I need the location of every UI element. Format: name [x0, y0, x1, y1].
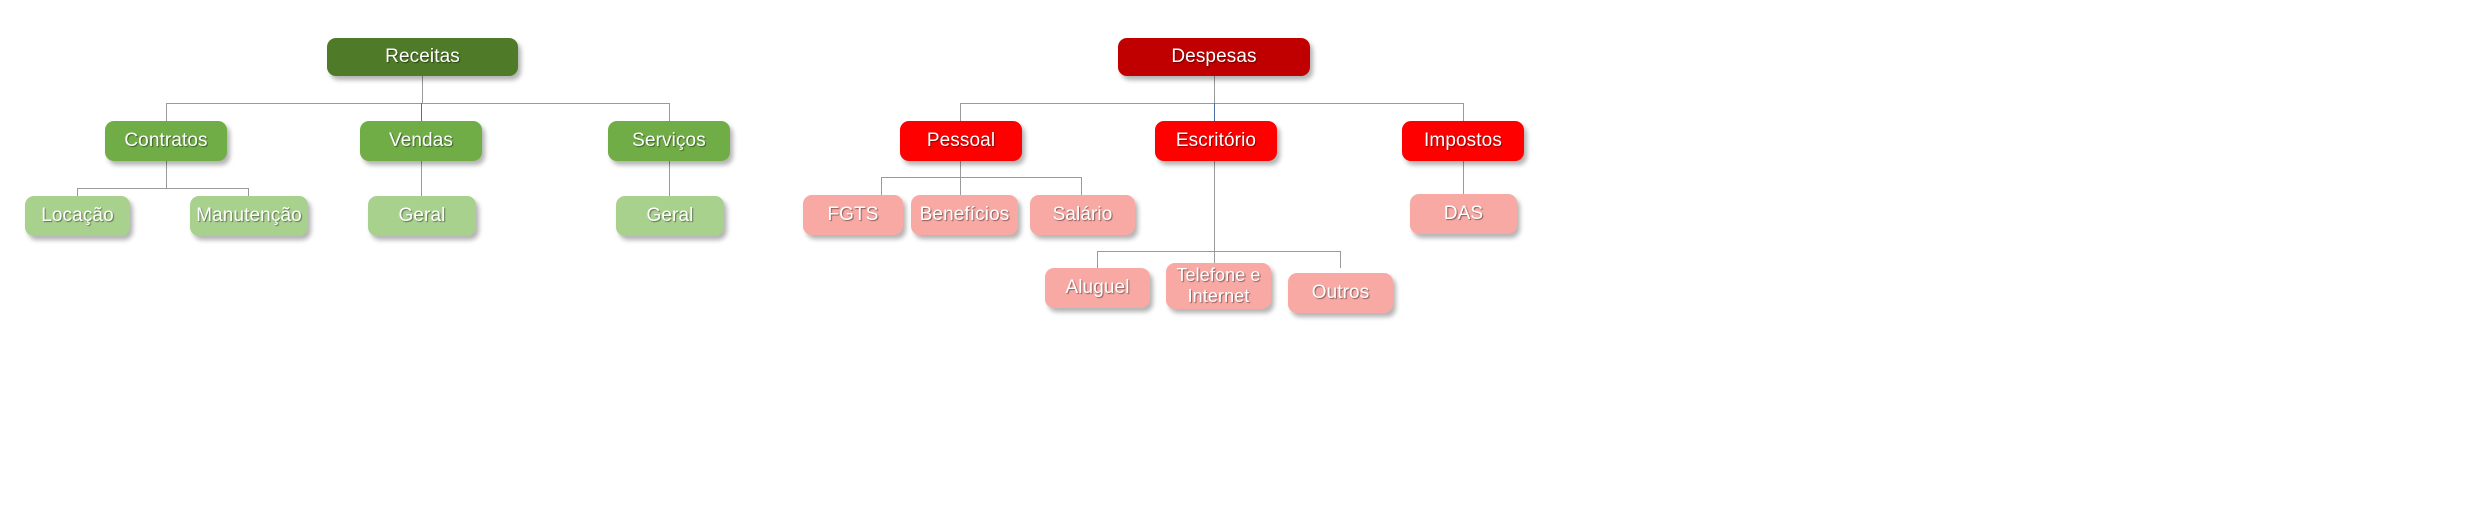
node-label-fgts: FGTS [827, 204, 879, 226]
connector-drop-salario [1081, 177, 1082, 195]
connector-receitas-bus [166, 103, 670, 104]
connector-drop-aluguel [1097, 251, 1098, 268]
connector-escritorio-bus [1097, 251, 1340, 252]
connector-drop-servicos [669, 103, 670, 121]
node-manutencao[interactable]: Manutenção [190, 196, 308, 236]
node-label-despesas: Despesas [1171, 46, 1257, 68]
node-despesas[interactable]: Despesas [1118, 38, 1310, 76]
connector-drop-locacao [77, 188, 78, 196]
node-label-servicos: Serviços [632, 130, 706, 152]
node-label-telefone-line1: Telefone e [1176, 264, 1261, 285]
connector-contratos-bus [77, 188, 249, 189]
node-label-vendas: Vendas [389, 130, 453, 152]
node-label-servicos-geral: Geral [646, 205, 694, 227]
connector-impostos-to-das [1463, 161, 1464, 194]
node-label-outros: Outros [1311, 282, 1370, 304]
node-servicos[interactable]: Serviços [608, 121, 730, 161]
connector-despesas-stem [1214, 76, 1215, 103]
connector-pessoal-stem [960, 161, 961, 177]
node-label-receitas: Receitas [385, 46, 460, 68]
connector-pessoal-bus [881, 177, 1081, 178]
node-label-escritorio: Escritório [1175, 130, 1257, 152]
connector-contratos-stem [166, 161, 167, 188]
node-label-vendas-geral: Geral [398, 205, 446, 227]
connector-receitas-stem [422, 76, 423, 103]
node-pessoal[interactable]: Pessoal [900, 121, 1022, 161]
node-label-das: DAS [1443, 203, 1484, 225]
connector-drop-manutencao [248, 188, 249, 196]
node-label-impostos: Impostos [1424, 130, 1502, 152]
connector-drop-vendas [421, 103, 422, 121]
node-label-beneficios: Benefícios [919, 204, 1010, 226]
connector-drop-contratos [166, 103, 167, 121]
node-label-manutencao: Manutenção [196, 205, 302, 227]
connector-servicos-to-geral [669, 161, 670, 196]
node-aluguel[interactable]: Aluguel [1045, 268, 1150, 308]
node-label-aluguel: Aluguel [1065, 277, 1130, 299]
node-label-pessoal: Pessoal [926, 130, 996, 152]
connector-vendas-to-geral [421, 161, 422, 196]
node-salario[interactable]: Salário [1030, 195, 1135, 235]
node-telefone-internet[interactable]: Telefone e Internet [1166, 263, 1271, 309]
node-impostos[interactable]: Impostos [1402, 121, 1524, 161]
node-beneficios[interactable]: Benefícios [911, 195, 1018, 235]
connector-drop-impostos [1463, 103, 1464, 121]
connector-drop-escritorio [1214, 103, 1215, 121]
node-escritorio[interactable]: Escritório [1155, 121, 1277, 161]
node-servicos-geral[interactable]: Geral [616, 196, 724, 236]
connector-drop-pessoal [960, 103, 961, 121]
node-label-salario: Salário [1052, 204, 1113, 226]
node-locacao[interactable]: Locação [25, 196, 130, 236]
node-vendas[interactable]: Vendas [360, 121, 482, 161]
connector-drop-telefone [1214, 251, 1215, 268]
node-contratos[interactable]: Contratos [105, 121, 227, 161]
node-das[interactable]: DAS [1410, 194, 1517, 234]
node-fgts[interactable]: FGTS [803, 195, 903, 235]
node-receitas[interactable]: Receitas [327, 38, 518, 76]
connector-despesas-bus [960, 103, 1464, 104]
connector-drop-beneficios [960, 177, 961, 195]
node-label-contratos: Contratos [124, 130, 208, 152]
connector-escritorio-stem [1214, 161, 1215, 251]
node-vendas-geral[interactable]: Geral [368, 196, 476, 236]
node-label-telefone-line2: Internet [1187, 286, 1250, 306]
connector-drop-fgts [881, 177, 882, 195]
node-outros[interactable]: Outros [1288, 273, 1393, 313]
connector-drop-outros [1340, 251, 1341, 268]
node-label-locacao: Locação [41, 205, 114, 227]
